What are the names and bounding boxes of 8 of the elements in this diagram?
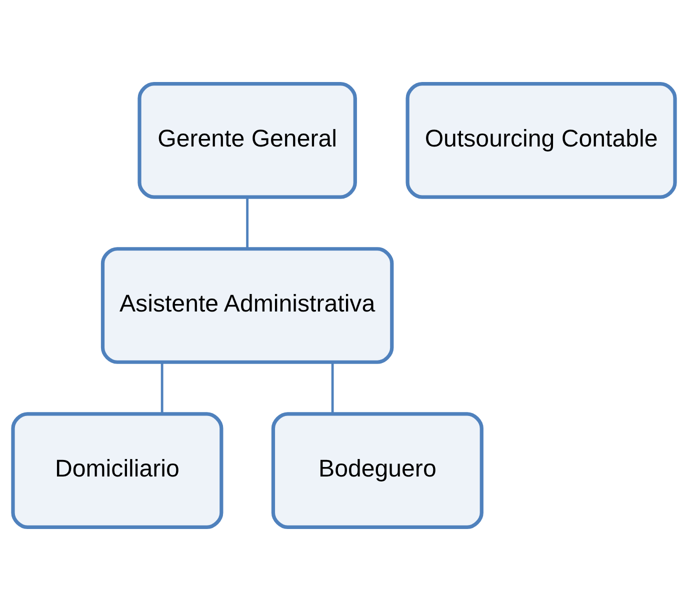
node-box: Domiciliario: [11, 412, 224, 528]
connector: [160, 362, 164, 414]
connector: [331, 362, 334, 414]
node-box: Outsourcing Contable: [406, 82, 677, 198]
node-box: Bodeguero: [271, 412, 484, 528]
node-box: Gerente General: [138, 82, 357, 198]
node-box: Asistente Administrativa: [100, 246, 394, 364]
connector: [246, 196, 249, 248]
